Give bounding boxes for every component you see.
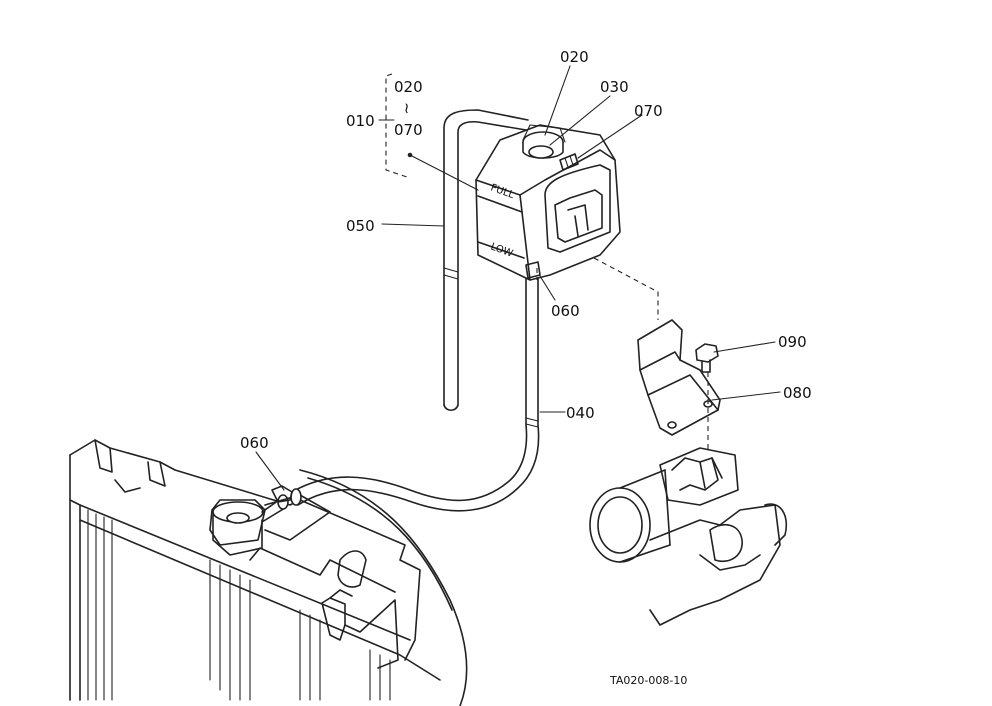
label-070: 070 [634, 102, 663, 120]
assembly-lines [536, 257, 709, 450]
breather-hose-050 [443, 109, 529, 412]
label-020-range-start: 020 [394, 78, 423, 96]
label-060-tank: 060 [551, 302, 580, 320]
label-030: 030 [600, 78, 629, 96]
drawing-code: TA020-008-10 [609, 674, 687, 687]
label-050: 050 [346, 217, 375, 235]
overflow-hose-040 [271, 269, 540, 512]
label-060-neck: 060 [240, 434, 269, 452]
label-090: 090 [778, 333, 807, 351]
label-040: 040 [566, 404, 595, 422]
label-range-mark: ~ [398, 102, 416, 115]
label-010: 010 [346, 112, 375, 130]
label-070-range-end: 070 [394, 121, 423, 139]
label-020: 020 [560, 48, 589, 66]
bolt-090 [695, 343, 719, 373]
reserve-tank [475, 124, 621, 281]
engine-outlet [589, 447, 787, 626]
label-080: 080 [783, 384, 812, 402]
leader-lines [255, 65, 781, 491]
radiator [69, 439, 468, 706]
